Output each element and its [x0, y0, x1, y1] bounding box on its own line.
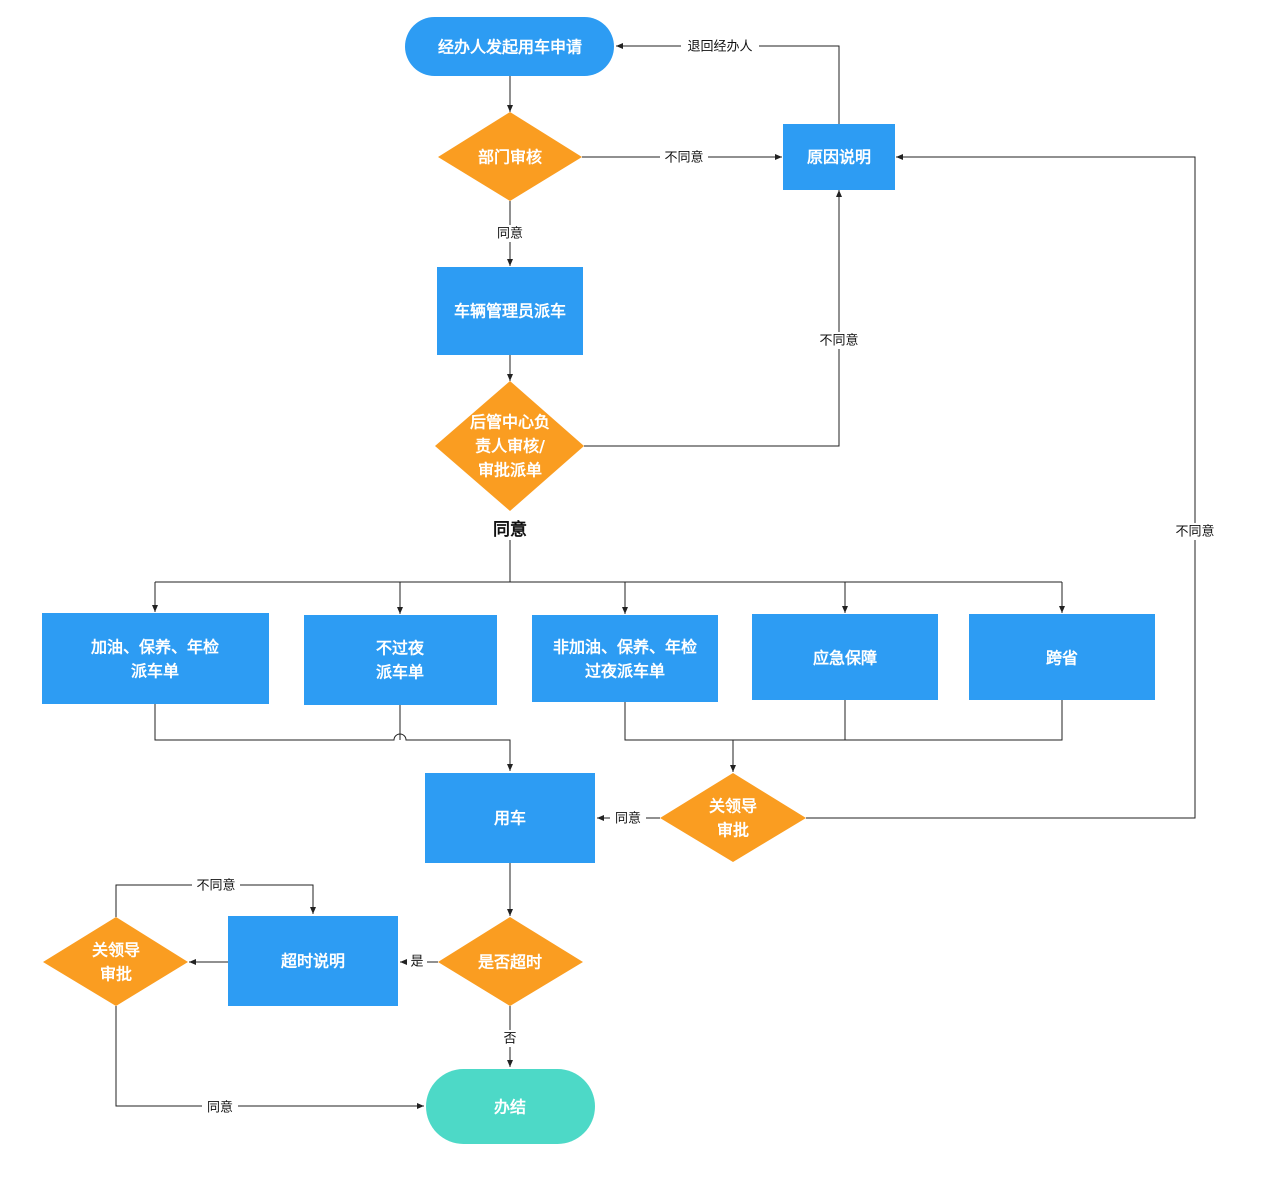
center-review-label: 后管中心负责人审核/审批派单 [470, 413, 550, 480]
node-label-line: 应急保障 [813, 649, 877, 668]
node-label-line: 关领导 [709, 797, 757, 816]
node-label-line: 办结 [494, 1098, 526, 1117]
node-label-line: 是否超时 [477, 953, 542, 972]
type-overnight-label: 非加油、保养、年检过夜派车单 [553, 638, 697, 681]
reason-node [783, 124, 895, 190]
node-label-line: 后管中心负 [470, 413, 550, 432]
end-node [426, 1069, 595, 1144]
overtime-note-node [228, 916, 398, 1006]
node-label-line: 关领导 [92, 941, 140, 960]
leader-review-2-label: 关领导审批 [92, 941, 140, 984]
type-no-overnight-label: 不过夜派车单 [376, 639, 425, 682]
dept-review-decision [438, 112, 582, 201]
label-return-to-applicant: 退回经办人 [687, 40, 752, 55]
node-label-line: 非加油、保养、年检 [553, 638, 697, 657]
label-leader-disagree: 不同意 [1175, 524, 1214, 540]
type-emergency-node [752, 614, 938, 700]
label-dept-agree: 同意 [497, 226, 523, 242]
node-label-line: 审批 [717, 821, 749, 840]
label-overtime-yes: 是 [410, 955, 423, 970]
label-center-agree: 同意 [493, 519, 527, 540]
center-review-decision [435, 381, 584, 511]
label-leader2-agree: 同意 [207, 1100, 233, 1116]
label-leader2-disagree: 不同意 [196, 878, 235, 894]
edge-center-review-to-reason [584, 190, 842, 447]
reason-label: 原因说明 [807, 148, 871, 167]
node-label-line: 过夜派车单 [585, 662, 665, 681]
node-label-line: 审批 [100, 965, 132, 984]
node-label-line: 经办人发起用车申请 [438, 38, 582, 57]
leader-review-label: 关领导审批 [709, 797, 757, 840]
type-fuel-label: 加油、保养、年检派车单 [90, 638, 219, 681]
node-label-line: 跨省 [1046, 649, 1078, 668]
edge-reason-to-start [616, 43, 840, 124]
overtime-note-label: 超时说明 [280, 952, 345, 971]
edge-type-fuel-to-use-car [154, 703, 513, 771]
label-dept-disagree: 不同意 [664, 150, 703, 166]
start-node-label: 经办人发起用车申请 [438, 38, 582, 57]
dispatch-node [437, 267, 583, 355]
nodes: 经办人发起用车申请 部门审核 原因说明 车辆管理员派车 后管中心负责人审核/审批… [42, 17, 1155, 1144]
leader-review-decision [660, 773, 806, 862]
use-car-label: 用车 [494, 809, 526, 828]
node-label-line: 超时说明 [280, 952, 345, 971]
label-overtime-no: 否 [503, 1032, 516, 1047]
node-label-line: 派车单 [376, 663, 424, 682]
leader-review-2-decision [43, 917, 188, 1006]
node-label-line: 原因说明 [807, 148, 871, 167]
node-label-line: 加油、保养、年检 [90, 638, 219, 657]
dispatch-label: 车辆管理员派车 [454, 302, 566, 321]
type-fuel-node [42, 613, 269, 704]
node-label-line: 车辆管理员派车 [454, 302, 566, 321]
type-cross-province-node [969, 614, 1155, 700]
label-center-disagree: 不同意 [819, 333, 858, 349]
type-overnight-node [532, 615, 718, 702]
edge-labels: 退回经办人 不同意 同意 不同意 同意 不同意 同意 是 否 不同意 同意 [192, 38, 1219, 1116]
node-label-line: 审批派单 [478, 461, 542, 480]
node-label-line: 责人审核/ [475, 437, 545, 456]
label-leader-agree: 同意 [615, 811, 641, 827]
end-label: 办结 [494, 1098, 526, 1117]
start-node [405, 17, 614, 76]
edge-type-overnight-to-leader [624, 700, 1063, 741]
node-label-line: 部门审核 [478, 148, 542, 167]
dept-review-label: 部门审核 [478, 148, 542, 167]
edge-leader-to-reason [806, 154, 1196, 819]
type-no-overnight-node [304, 615, 497, 705]
type-cross-province-label: 跨省 [1046, 649, 1078, 668]
node-label-line: 不过夜 [376, 639, 425, 658]
overtime-check-label: 是否超时 [477, 953, 542, 972]
use-car-node [425, 773, 595, 863]
type-emergency-label: 应急保障 [813, 649, 877, 668]
edge-leader2-to-end [115, 1006, 424, 1109]
node-label-line: 派车单 [131, 662, 179, 681]
overtime-check-decision [438, 917, 583, 1006]
node-label-line: 用车 [494, 809, 526, 828]
